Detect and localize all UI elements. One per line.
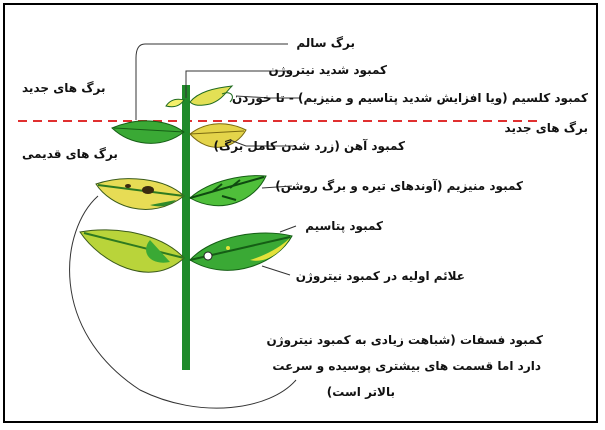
label-severe-n: کمبود شدید نیتروژن (268, 62, 387, 78)
leaf-tip-right (190, 86, 232, 105)
stem (182, 85, 190, 370)
label-phosphate-3: بالاتر است) (327, 384, 395, 400)
label-new-leaves: برگ های جدید (22, 80, 105, 96)
label-calcium: کمبود کلسیم (ویا افزایش شدید پتاسیم و من… (232, 90, 588, 106)
label-magnesium: کمبود منیزیم (آوندهای تیره و برگ روشن) (275, 178, 523, 194)
line-potassium (280, 226, 296, 232)
label-potassium: کمبود پتاسیم (305, 218, 383, 234)
label-healthy-leaf: برگ سالم (296, 35, 355, 51)
label-calcium-2: برگ های جدید (505, 120, 588, 136)
label-phosphate-2: دارد اما قسمت های بیشتری پوسیده و سرعت (272, 358, 541, 374)
label-old-leaves: برگ های قدیمی (22, 146, 118, 162)
label-iron: کمبود آهن (زرد شدن کامل برگ) (213, 138, 405, 154)
label-early-n: علائم اولیه در کمبود نیتروژن (296, 268, 465, 284)
leaf-tip-left (166, 99, 184, 107)
line-healthy (136, 44, 288, 120)
leaf-iron-left (112, 121, 184, 143)
label-phosphate-1: کمبود فسفات (شباهت زیادی به کمبود نیتروژ… (267, 332, 544, 348)
line-early-n (262, 266, 290, 275)
